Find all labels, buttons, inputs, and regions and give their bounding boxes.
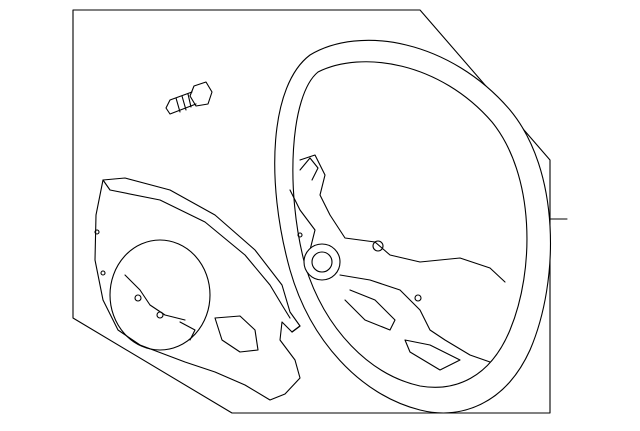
steering-wheel-cover-icon: [94, 177, 301, 401]
steering-wheel-icon: [274, 39, 551, 414]
bolt-icon: [165, 81, 213, 115]
diagram-frame: [72, 9, 551, 414]
